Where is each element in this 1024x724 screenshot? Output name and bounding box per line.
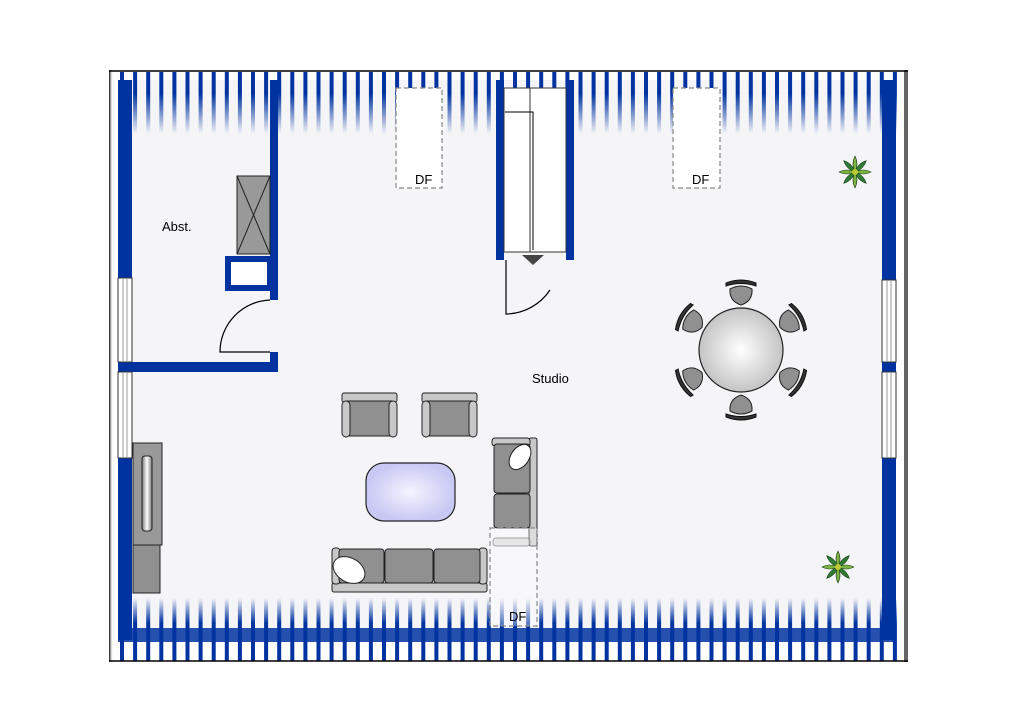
roof-stripe xyxy=(748,72,753,134)
chimney-shaft xyxy=(236,175,271,255)
armchair xyxy=(341,392,398,438)
roof-stripe xyxy=(329,72,334,134)
roof-stripe xyxy=(486,72,491,134)
cushion xyxy=(508,443,532,471)
stair-door-swing[interactable] xyxy=(505,260,551,315)
window-right-1 xyxy=(881,279,897,363)
skylight-3: DF xyxy=(489,527,538,627)
roof-stripe xyxy=(722,72,727,134)
roof-stripe xyxy=(355,72,360,134)
roof-stripe xyxy=(840,72,845,134)
roof-stripe xyxy=(630,72,635,134)
sofa-bottom xyxy=(331,547,488,593)
roof-stripe xyxy=(853,72,858,134)
skylight-2: DF xyxy=(672,87,721,189)
roof-stripe xyxy=(827,72,832,134)
svg-text:DF: DF xyxy=(415,172,432,187)
dining-chair xyxy=(779,302,808,333)
roof-stripe xyxy=(277,72,282,134)
svg-text:DF: DF xyxy=(692,172,709,187)
roof-stripe xyxy=(447,72,452,134)
roof-stripe xyxy=(657,72,662,134)
roof-stripe xyxy=(224,72,229,134)
roof-stripe xyxy=(879,72,884,134)
window-left-2 xyxy=(117,371,133,459)
roof-stripe xyxy=(251,72,255,134)
dining-table xyxy=(698,307,784,393)
window-right-2 xyxy=(881,371,897,459)
roof-stripe xyxy=(316,72,321,134)
roof-stripe xyxy=(237,72,242,134)
stair-arrow-icon xyxy=(522,255,544,265)
roof-stripe xyxy=(604,72,609,134)
windows xyxy=(117,277,897,459)
roof-stripe xyxy=(644,72,648,134)
roof-stripe xyxy=(382,72,386,134)
roof-stripe xyxy=(172,72,177,134)
staircase xyxy=(496,87,574,265)
roof-stripe xyxy=(473,72,478,134)
sofa-right xyxy=(491,437,538,547)
roof-stripe xyxy=(866,72,871,134)
armchairs xyxy=(341,392,478,438)
roof-stripe xyxy=(735,72,740,134)
roof-stripe xyxy=(460,72,465,134)
roof-stripe xyxy=(290,72,295,134)
roof-stripe xyxy=(617,72,622,134)
skylight-1: DF xyxy=(395,87,443,189)
plant-icon xyxy=(821,550,855,584)
dining-chair xyxy=(779,367,808,398)
roof-stripe xyxy=(368,72,373,134)
dining-chair xyxy=(674,367,703,398)
roof-stripe xyxy=(788,72,793,134)
dining-chairs xyxy=(674,279,808,421)
roof-stripe xyxy=(814,72,819,134)
roof-stripe xyxy=(211,72,216,134)
storage-door-swing[interactable] xyxy=(219,299,271,353)
frame-right-edge xyxy=(904,70,908,662)
tv xyxy=(141,455,153,532)
dining-chair xyxy=(674,302,703,333)
roof-stripe xyxy=(801,72,806,134)
storage-niche xyxy=(225,256,273,291)
roof-stripe xyxy=(159,72,164,134)
roof-slope-bottom-band xyxy=(118,628,896,642)
roof-stripe xyxy=(133,72,138,134)
roof-stripe xyxy=(198,72,203,134)
plant-icon xyxy=(838,155,872,189)
room-label-studio: Studio xyxy=(532,371,569,386)
tv-cabinet xyxy=(132,442,163,594)
roof-stripe xyxy=(146,72,151,134)
window-left-1 xyxy=(117,277,133,363)
roof-stripe xyxy=(591,72,596,134)
armchair xyxy=(421,392,478,438)
walls xyxy=(118,80,896,640)
roof-stripe xyxy=(670,72,675,134)
roof-stripe xyxy=(578,72,583,134)
roof-stripe xyxy=(303,72,308,134)
roof-stripe xyxy=(761,72,766,134)
roof-stripe xyxy=(185,72,190,134)
frame-left-edge xyxy=(109,70,113,662)
dining-chair xyxy=(725,394,757,421)
cushion xyxy=(332,556,366,584)
roof-stripe xyxy=(264,72,269,134)
coffee-table xyxy=(365,462,456,522)
room-label-storage: Abst. xyxy=(162,219,192,234)
roof-stripe xyxy=(775,72,779,134)
svg-text:DF: DF xyxy=(509,609,526,624)
roof-stripe xyxy=(342,72,347,134)
dining-chair xyxy=(725,279,757,306)
